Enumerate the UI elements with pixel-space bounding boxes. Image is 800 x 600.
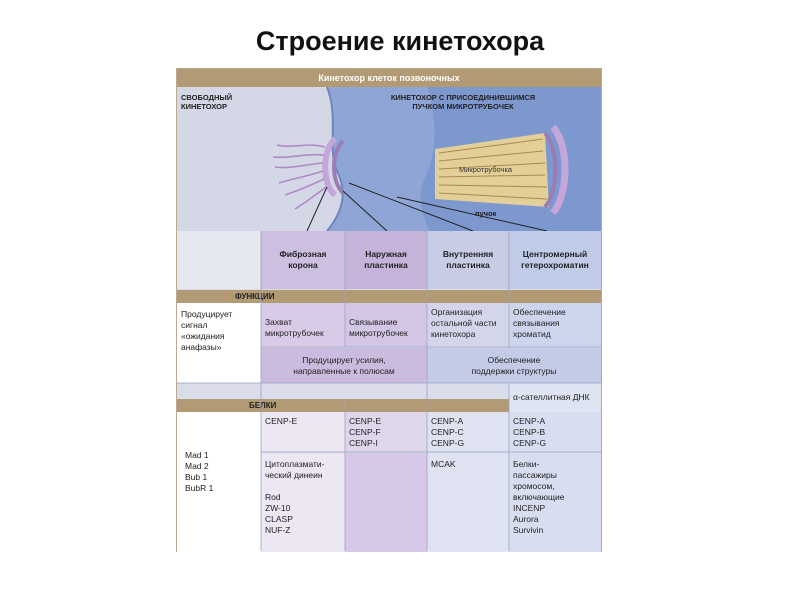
alpha-label: α-сателлитная ДНК [513,392,590,402]
func-outer-cell [345,303,427,347]
heterochromatin-cell [509,231,601,289]
func-inner-cell [427,303,509,347]
prot-hetero: CENP-A CENP-B CENP-G [513,416,547,448]
func-hetero: Обеспечение связывания хроматид [513,307,566,339]
microtubule-strands [438,138,548,200]
table-grid [177,231,601,551]
prot-inner-cell [427,412,509,452]
functions-band [177,290,601,303]
part-heterochromatin: Центромерный гетерохроматин [521,249,589,270]
func-inner: Организация остальной части кинетохора [431,307,497,339]
outer-plate-cell [345,231,427,289]
bundle-label: пучок [475,209,497,218]
func-row2-right: Обеспечение поддержки структуры [471,355,557,376]
diagram-header: Кинетохор клеток позвоночных [177,69,601,87]
prot-outer: CENP-E CENP-F CENP-I [349,416,382,448]
leader-lines [306,182,548,231]
proteins-band [177,399,509,412]
part-corona: Фиброзная корона [279,249,327,270]
attached-corona [550,124,569,216]
kinetochore-diagram: Кинетохор клеток позвоночных [176,68,602,552]
prot2-inner-cell [427,453,509,552]
func-row2-left: Продуцирует усилия, направленные к полюс… [293,355,395,376]
kinetochore-drawing [272,87,601,231]
func-row2-left-cell [261,348,427,383]
func-outer: Связывание микротрубочек [349,317,408,338]
chromatid-edge [326,87,344,231]
signal-text: Продуцирует сигнал «ожидания анафазы» [181,309,233,352]
checkpoint-cell [177,412,261,552]
prot2-corona-cell [261,453,345,552]
microtubule-bundle [435,133,549,207]
prot2-hetero: Белки- пассажиры хромосом, включающие IN… [513,459,565,535]
prot-corona-cell [261,412,345,452]
free-kinetochore-label: СВОБОДНЫЙ КИНЕТОХОР [181,93,233,111]
fibrous-corona [322,136,338,198]
prot2-corona: Цитоплазмати- ческий динеин Rod ZW-10 CL… [265,459,325,535]
attached-kinetochore-label: КИНЕТОХОР С ПРИСОЕДИНИВШИМСЯ ПУЧКОМ МИКР… [390,93,536,111]
slide-title: Строение кинетохора [255,26,545,56]
kinetochore-illustration: СВОБОДНЫЙ КИНЕТОХОР КИНЕТОХОР С ПРИСОЕДИ… [177,87,601,231]
func-corona: Захват микротрубочек [265,317,324,338]
microtubule-label: Микротрубочка [459,165,513,174]
prot-hetero-cell [509,412,601,452]
proteins-label: БЕЛКИ [249,401,277,410]
corona-fibers [272,144,327,210]
alpha-cell [509,384,601,412]
func-hetero-cell [509,303,601,347]
func-corona-cell [261,303,345,347]
prot2-hetero-cell [509,453,601,552]
prot-outer-cell [345,412,427,452]
part-inner-plate: Внутренняя пластинка [442,249,494,270]
prot2-inner: MCAK [431,459,456,469]
prot-corona: CENP-E [265,416,298,426]
prot2-outer-cell [345,453,427,552]
functions-label: ФУНКЦИИ [235,292,275,301]
inner-plate-cell [427,231,509,289]
corona-cell [261,231,345,289]
checkpoint-proteins: Mad 1 Mad 2 Bub 1 BubR 1 [185,450,214,493]
attached-plate [543,131,558,209]
signal-cell [177,303,261,383]
outer-plate [332,139,345,195]
prot-inner: CENP-A CENP-C CENP-G [431,416,465,448]
part-outer-plate: Наружная пластинка [364,249,408,270]
left-chromatid [327,87,435,231]
func-row2-right-cell [427,348,601,383]
